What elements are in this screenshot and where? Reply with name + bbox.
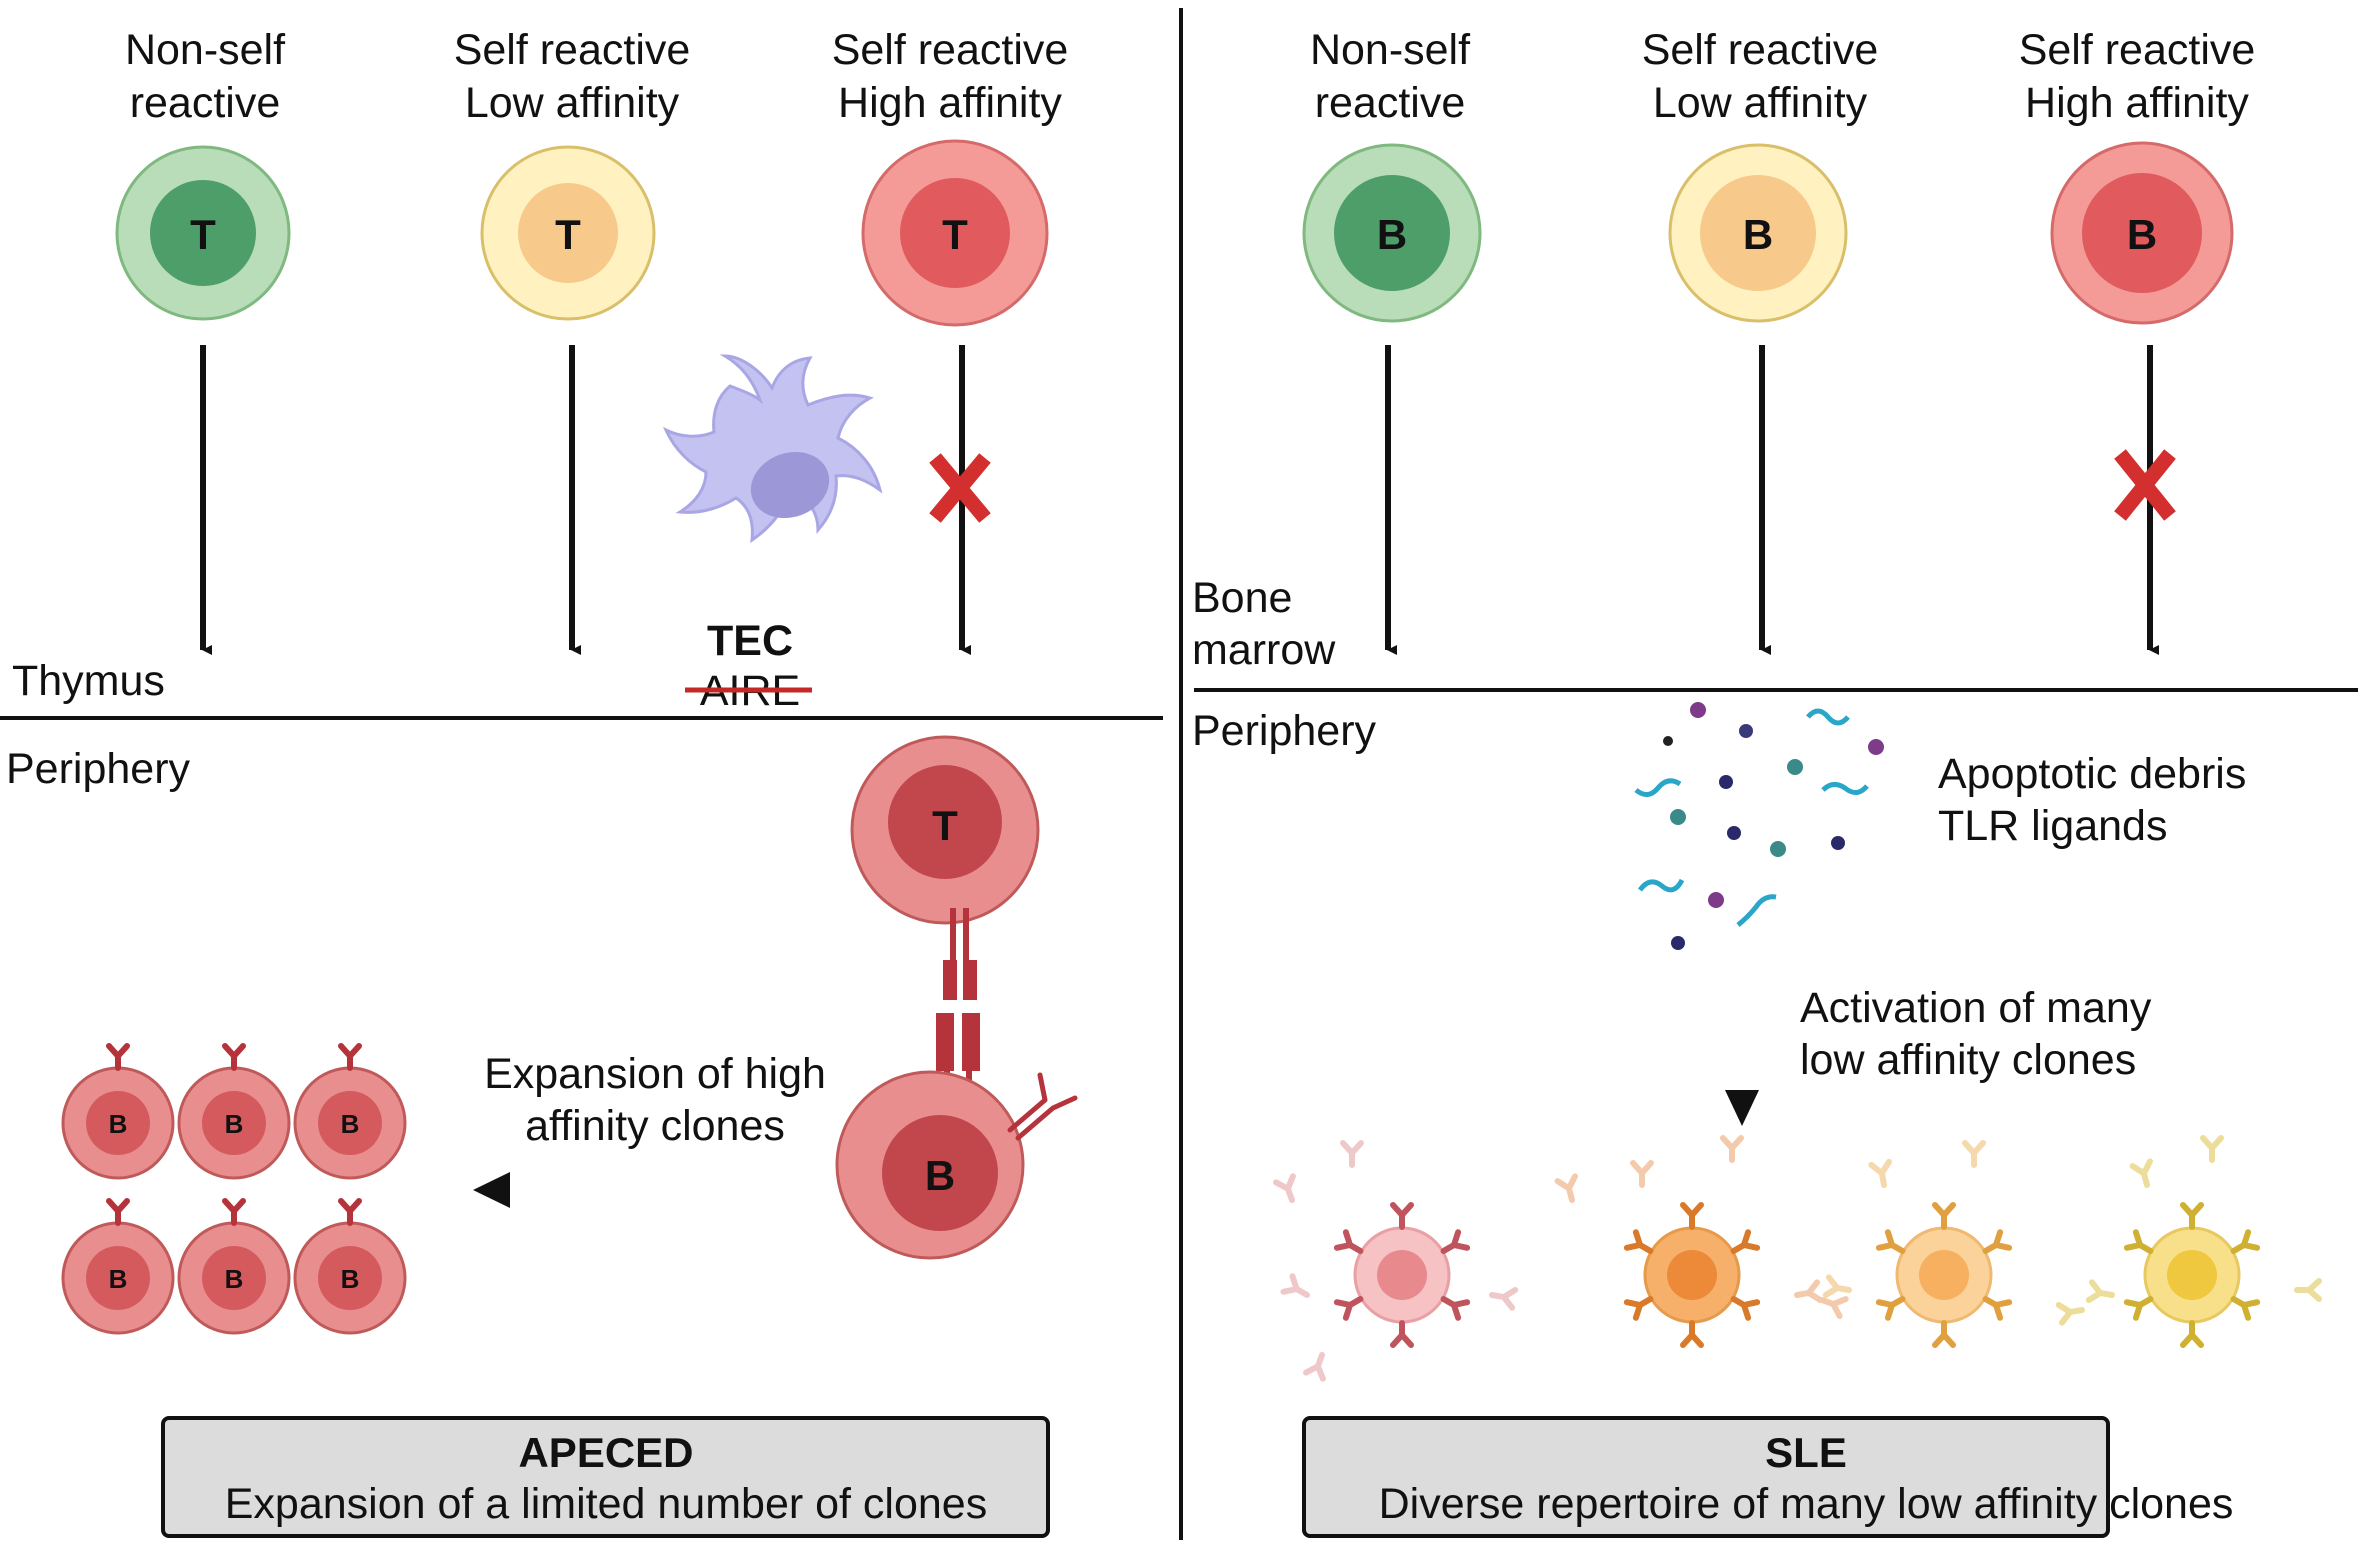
clone-b-cell: B xyxy=(61,1046,175,1180)
cell-letter: T xyxy=(555,211,581,258)
cell-letter: B xyxy=(925,1152,955,1199)
column-title-line1: Self reactive xyxy=(2019,26,2256,74)
tec-cell-icon xyxy=(662,354,883,544)
column-title-line2: High affinity xyxy=(2025,79,2249,127)
sle-summary-box: SLE Diverse repertoire of many low affin… xyxy=(1302,1416,2234,1538)
column-title-line2: Low affinity xyxy=(1653,79,1868,127)
cell-letter: B xyxy=(109,1264,128,1294)
activation-arrow-head xyxy=(1725,1090,1759,1126)
clone-b-cell: B xyxy=(293,1046,407,1180)
sle-title: SLE xyxy=(1765,1429,1847,1476)
plasma-cell-yellow xyxy=(2059,1138,2319,1345)
expansion-arrow-head xyxy=(473,1172,510,1208)
b-cell-high-affinity: B xyxy=(2050,141,2234,325)
column-title-line1: Non-self xyxy=(125,26,286,74)
cell-letter: T xyxy=(942,211,968,258)
right-panel: Non-self reactive Self reactive Low affi… xyxy=(1192,26,2319,1538)
column-title-line1: Self reactive xyxy=(454,26,691,74)
apeced-summary-box: APECED Expansion of a limited number of … xyxy=(161,1416,1050,1538)
cell-letter: B xyxy=(1377,211,1407,258)
cell-letter: B xyxy=(225,1109,244,1139)
column-title-line2: Low affinity xyxy=(465,79,680,127)
left-column-header-nonself: Non-self reactive xyxy=(125,26,286,127)
block-x-icon xyxy=(2114,449,2176,521)
b-cell-periphery: B xyxy=(835,1070,1078,1260)
block-x-icon xyxy=(929,453,991,523)
right-column-header-high: Self reactive High affinity xyxy=(2019,26,2256,127)
compartment-label-marrow: marrow xyxy=(1192,626,1336,674)
cell-letter: B xyxy=(225,1264,244,1294)
compartment-label-thymus: Thymus xyxy=(12,657,165,705)
debris-label-line2: TLR ligands xyxy=(1938,802,2167,850)
clone-b-cell: B xyxy=(177,1201,291,1335)
cell-letter: B xyxy=(109,1109,128,1139)
column-title-line1: Self reactive xyxy=(832,26,1069,74)
clone-b-cell: B xyxy=(61,1201,175,1335)
compartment-label-bone: Bone xyxy=(1192,574,1292,622)
b-cell-nonself: B xyxy=(1302,143,1482,323)
plasma-cell-orange xyxy=(1558,1138,1846,1345)
sle-subtitle: Diverse repertoire of many low affinity … xyxy=(1379,1480,2234,1528)
column-title-line2: reactive xyxy=(130,79,281,127)
b-cell-low-affinity: B xyxy=(1668,143,1848,323)
column-title-line1: Self reactive xyxy=(1642,26,1879,74)
expanded-clones: B B B B B xyxy=(61,1046,407,1335)
column-title-line2: reactive xyxy=(1315,79,1466,127)
left-column-header-low: Self reactive Low affinity xyxy=(454,26,691,127)
column-title-line1: Non-self xyxy=(1310,26,1471,74)
t-cell-periphery: T xyxy=(850,735,1040,925)
clone-b-cell: B xyxy=(293,1201,407,1335)
compartment-label-periphery: Periphery xyxy=(1192,707,1377,755)
right-column-header-low: Self reactive Low affinity xyxy=(1642,26,1879,127)
tec-label: TEC xyxy=(707,617,793,665)
apeced-subtitle: Expansion of a limited number of clones xyxy=(225,1480,987,1528)
plasma-cell-light-orange xyxy=(1826,1143,2009,1345)
column-title-line2: High affinity xyxy=(838,79,1062,127)
t-cell-low-affinity: T xyxy=(480,145,656,321)
left-column-header-high: Self reactive High affinity xyxy=(832,26,1069,127)
compartment-label-periphery: Periphery xyxy=(6,745,191,793)
right-column-header-nonself: Non-self reactive xyxy=(1310,26,1471,127)
plasma-cell-pink xyxy=(1276,1143,1515,1379)
cell-letter: B xyxy=(2127,211,2157,258)
apeced-title: APECED xyxy=(518,1429,693,1476)
clone-b-cell: B xyxy=(177,1046,291,1180)
cell-letter: B xyxy=(341,1109,360,1139)
cell-letter: B xyxy=(1743,211,1773,258)
debris-label-line1: Apoptotic debris xyxy=(1938,750,2246,798)
apoptotic-debris-icon xyxy=(1634,702,1884,950)
cell-letter: T xyxy=(932,802,958,849)
expansion-label-line2: affinity clones xyxy=(525,1102,785,1150)
cell-letter: B xyxy=(341,1264,360,1294)
cell-letter: T xyxy=(190,211,216,258)
left-panel: Non-self reactive Self reactive Low affi… xyxy=(6,26,1078,1538)
t-cell-nonself: T xyxy=(115,145,291,321)
activation-label-line1: Activation of many xyxy=(1800,984,2152,1032)
activation-label-line2: low affinity clones xyxy=(1800,1036,2136,1084)
t-cell-high-affinity: T xyxy=(861,139,1049,327)
expansion-label-line1: Expansion of high xyxy=(484,1050,826,1098)
